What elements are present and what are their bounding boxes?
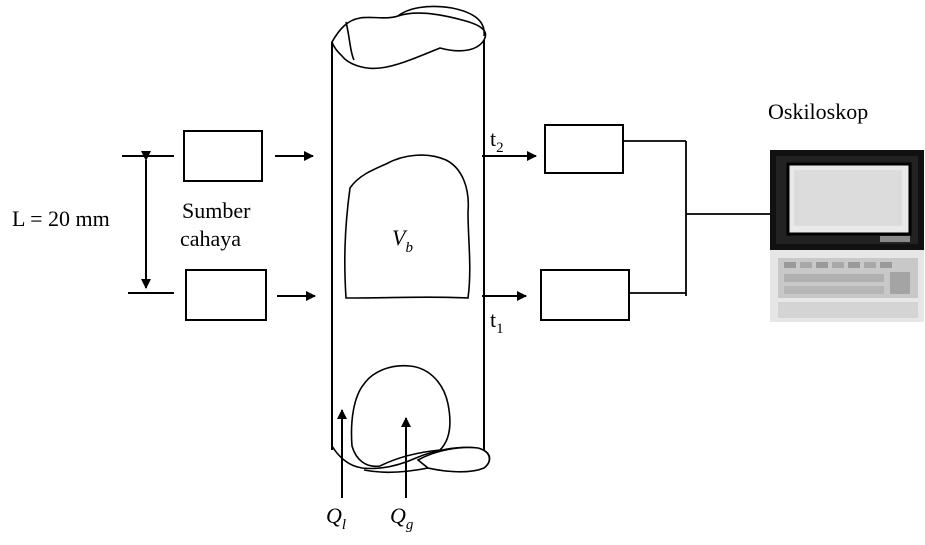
gas-flow-label: Qg (390, 503, 414, 533)
distance-label: L = 20 mm (12, 206, 110, 231)
detector-upper (544, 124, 624, 174)
pipe-column (331, 36, 485, 450)
light-source-label-line1: Sumber (182, 198, 251, 223)
distance-dimension (122, 151, 174, 294)
light-source-upper (183, 130, 263, 182)
oscilloscope-label: Oskiloskop (768, 99, 868, 124)
bubble-volume-label: Vb (392, 225, 413, 256)
time-lower-label: t1 (490, 307, 504, 337)
small-gas-bubble (350, 364, 451, 468)
light-source-lower (185, 269, 267, 321)
bottom-residual-blob (416, 446, 491, 473)
detector-lower (540, 269, 630, 321)
signal-wiring (623, 140, 770, 296)
light-source-label-line2: cahaya (180, 226, 241, 251)
computer-monitor-icon (770, 150, 924, 322)
liquid-flow-label: Ql (326, 503, 346, 533)
time-upper-label: t2 (490, 126, 504, 156)
pipe-top-cap (331, 5, 487, 70)
taylor-bubble (344, 154, 471, 299)
